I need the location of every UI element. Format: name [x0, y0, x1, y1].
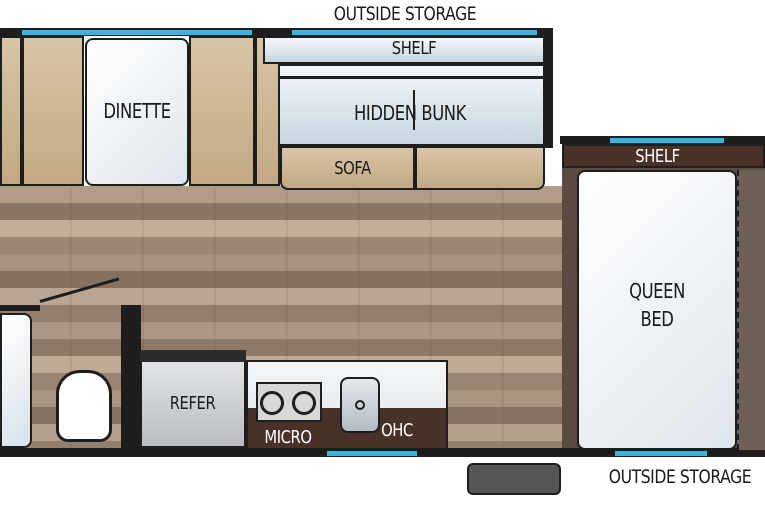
sofa-cushion-left [280, 146, 415, 190]
right-upper-wall [545, 28, 553, 148]
micro-label: MICRO [264, 427, 312, 448]
refer-label: REFER [169, 393, 216, 414]
outside-storage-bottom-label: OUTSIDE STORAGE [608, 466, 752, 488]
shelf-right [562, 144, 765, 168]
dinette-label: DINETTE [103, 99, 171, 123]
top-wall [0, 28, 553, 36]
bedroom-wardrobe [737, 170, 765, 450]
queen-bed-label-2: BED [640, 307, 674, 331]
shelf-top [263, 36, 545, 64]
bedroom-top-window [610, 138, 724, 143]
dinette-bench-left [0, 36, 22, 186]
entry-step [467, 463, 561, 495]
bath-divider-wall [121, 305, 141, 448]
sink-drain-icon [355, 400, 365, 410]
bath-wall-top [0, 305, 40, 311]
dinette-seat-right [189, 36, 255, 186]
dinette-seat-left [22, 36, 84, 186]
refrigerator-top [140, 350, 246, 362]
burner-right-icon [292, 391, 316, 415]
ohc-label: OHC [381, 420, 413, 441]
hidden-bunk-label: HIDDEN BUNK [353, 101, 467, 125]
shelf-top-label: SHELF [391, 38, 437, 59]
top-window-left [22, 30, 252, 35]
top-window-right [292, 30, 537, 35]
shower [0, 313, 32, 448]
queen-bed [577, 170, 737, 450]
shelf-right-label: SHELF [635, 146, 680, 167]
toilet [56, 370, 112, 442]
sofa-label: SOFA [334, 158, 371, 179]
bottom-window-kitchen [327, 451, 417, 456]
burner-left-icon [260, 391, 284, 415]
bunk-divider [413, 90, 415, 130]
dinette-table [85, 38, 189, 186]
bottom-window-bedroom [615, 451, 707, 456]
kitchen-sink [340, 377, 380, 433]
outside-storage-top-label: OUTSIDE STORAGE [333, 3, 477, 25]
bunk-rail [278, 76, 545, 79]
queen-bed-label: QUEEN [629, 279, 685, 303]
sofa-cushion-right [415, 146, 545, 190]
